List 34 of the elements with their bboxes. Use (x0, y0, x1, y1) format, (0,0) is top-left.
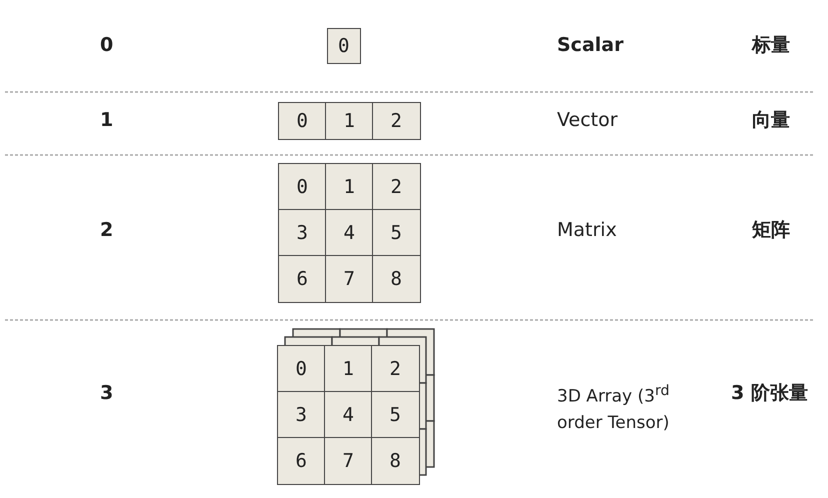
array-cell: 4 (324, 391, 372, 438)
array-cell: 7 (324, 437, 372, 484)
array-cell: 4 (325, 209, 374, 256)
chinese-term: 向量 (752, 108, 790, 133)
array-cell: 0 (278, 102, 326, 140)
term-label: Scalar (557, 33, 624, 58)
array-cell: 0 (277, 345, 326, 392)
array-cell: 1 (325, 163, 374, 210)
rank-number: 2 (100, 218, 114, 243)
array-cell: 2 (372, 102, 420, 140)
array-cell: 3 (277, 391, 326, 438)
array-cell: 1 (325, 102, 374, 140)
array-cell: 5 (371, 391, 420, 438)
array-cell: 6 (277, 437, 326, 484)
term-label: Matrix (557, 218, 617, 243)
array-cell: 1 (324, 345, 372, 392)
chinese-term: 矩阵 (752, 218, 790, 243)
array-cell: 8 (371, 437, 420, 484)
array-cell: 0 (327, 28, 360, 64)
chinese-term: 标量 (752, 33, 790, 58)
array-cell: 8 (372, 255, 420, 302)
array-cell: 0 (278, 163, 326, 210)
chinese-term: 3 阶张量 (731, 381, 808, 406)
array-cell: 2 (372, 163, 420, 210)
array-cell: 5 (372, 209, 420, 256)
rank-number: 1 (100, 108, 114, 133)
rank-number: 0 (100, 33, 114, 58)
array-cell: 7 (325, 255, 374, 302)
term-label: 3D Array (3$^{rd}$ order Tensor) (557, 382, 671, 435)
array-cell: 2 (371, 345, 420, 392)
term-label: Vector (557, 108, 618, 133)
array-cell: 3 (278, 209, 326, 256)
array-cell: 6 (278, 255, 326, 302)
rank-number: 3 (100, 381, 114, 406)
